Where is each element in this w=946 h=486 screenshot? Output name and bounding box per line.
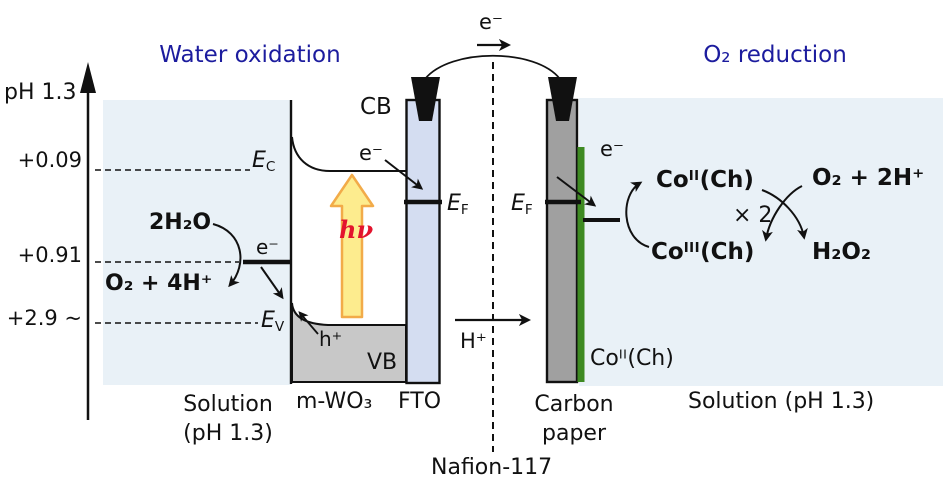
- hole-label: h⁺: [319, 327, 343, 351]
- tick-0-91: +0.91: [17, 243, 82, 267]
- right-solution-label: Solution (pH 1.3): [688, 389, 875, 414]
- left-solution-line2: (pH 1.3): [183, 421, 273, 447]
- right-solution-bg: [579, 98, 943, 386]
- carbon-electrode: [545, 98, 579, 384]
- tick-0-09: +0.09: [17, 148, 82, 172]
- ef-right-label: EF: [511, 193, 533, 217]
- peroxide-label: H₂O₂: [812, 239, 871, 265]
- left-solution-bg: [103, 100, 291, 385]
- catalyst-post: (Ch): [627, 346, 674, 371]
- left-contact-icon: [411, 77, 440, 121]
- conduction-band-curve: [291, 136, 406, 172]
- multiplier-label: × 2: [733, 203, 773, 228]
- tick-2-9: +2.9 ~: [6, 306, 82, 330]
- title-water-oxidation: Water oxidation: [159, 42, 341, 68]
- ec-sub: C: [265, 158, 276, 175]
- ec-label: EC: [252, 150, 275, 174]
- left-solution-label: Solution (pH 1.3): [158, 390, 298, 449]
- cycle-oxidized-label: CoIII(Ch): [651, 241, 754, 264]
- cycle-cross-arrow-a: [761, 189, 808, 240]
- title-o2-reduction: O₂ reduction: [703, 42, 847, 68]
- axis-label-ph: pH 1.3: [4, 80, 77, 105]
- cycle-reduced-label: CoII(Ch): [656, 169, 754, 192]
- cycle-reduction-arc: [625, 181, 650, 248]
- carbon-paper-line2: paper: [542, 421, 606, 447]
- oxidant-label: O₂ + 2H⁺: [812, 165, 925, 191]
- cycle-reduced-pre: Co: [656, 167, 689, 193]
- photon-label: hν: [339, 215, 374, 244]
- carbon-paper-line1: Carbon: [534, 392, 614, 417]
- water-oxidation-arrow: [212, 223, 242, 288]
- photon-arrow-icon: [329, 173, 375, 319]
- water-reactant-label: 2H₂O: [149, 210, 212, 235]
- fto-electrode: [405, 98, 441, 385]
- cycle-oxidized-post: (Ch): [700, 239, 755, 265]
- ev-base: E: [261, 308, 275, 333]
- ef-right-sub: F: [524, 201, 533, 218]
- hole-capture-arrow: [260, 266, 284, 300]
- cycle-oxidized-sup: III: [683, 241, 701, 257]
- catalyst-pre: Co: [590, 346, 619, 371]
- proton-label: H⁺: [460, 329, 487, 353]
- water-electron-label: e⁻: [256, 235, 279, 259]
- catalyst-layer: [577, 147, 585, 382]
- axis-arrowhead-icon: [80, 62, 96, 93]
- cycle-oxidized-pre: Co: [651, 239, 684, 265]
- catalyst-label: CoII(Ch): [590, 348, 674, 370]
- oxygen-product-label: O₂ + 4H⁺: [105, 271, 213, 296]
- cb-electron-label: e⁻: [359, 141, 384, 165]
- cycle-reduced-sup: II: [688, 169, 700, 185]
- circuit-electron-label: e⁻: [479, 10, 504, 34]
- ef-left-base: E: [447, 191, 461, 216]
- electron-injection-arrow-left: [384, 159, 424, 190]
- nafion-label: Nafion-117: [431, 455, 553, 480]
- cycle-reduced-post: (Ch): [699, 167, 754, 193]
- vb-label: VB: [367, 350, 398, 375]
- catalyst-sup: II: [618, 347, 628, 363]
- circuit-wire: [424, 54, 561, 80]
- ev-label: EV: [261, 310, 284, 334]
- ec-base: E: [252, 148, 266, 173]
- fto-label: FTO: [398, 389, 442, 414]
- cb-label: CB: [360, 94, 392, 120]
- semiconductor-label: m-WO₃: [296, 389, 373, 414]
- ef-left-sub: F: [460, 201, 469, 218]
- right-contact-icon: [548, 77, 577, 121]
- left-solution-line1: Solution: [183, 392, 273, 417]
- electron-transfer-arrow-right: [556, 176, 597, 207]
- ev-sub: V: [274, 318, 285, 335]
- hole-arrow: [298, 311, 319, 335]
- carbon-paper-label: Carbon paper: [509, 390, 639, 449]
- ef-left-label: EF: [447, 193, 469, 217]
- right-electron-label: e⁻: [600, 137, 625, 161]
- ef-right-base: E: [511, 191, 525, 216]
- cycle-cross-arrow-b: [762, 185, 803, 242]
